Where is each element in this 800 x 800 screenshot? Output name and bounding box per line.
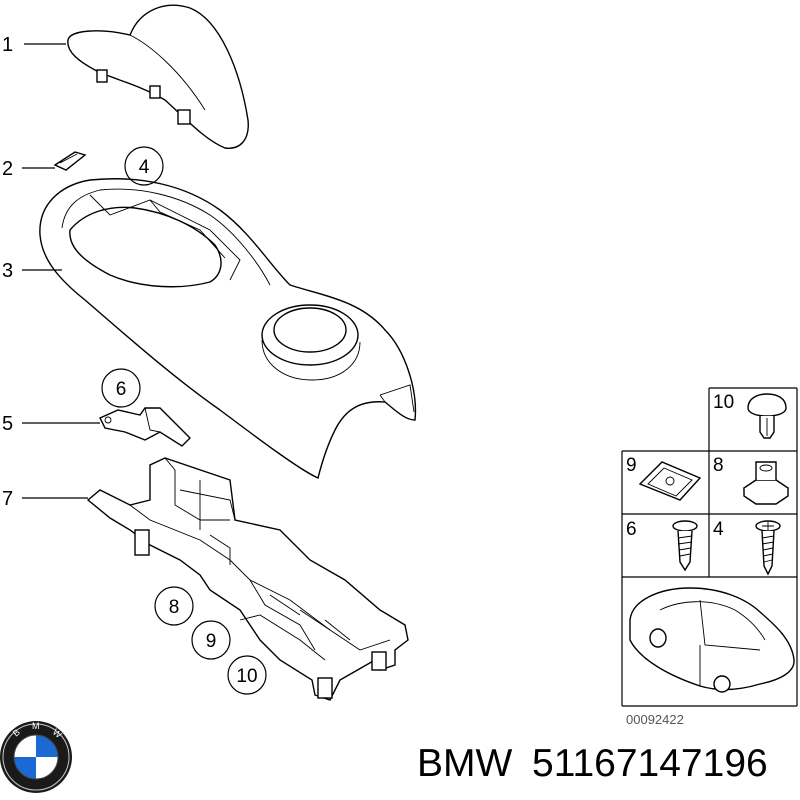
brand-label: BMW [417,742,513,785]
svg-text:4: 4 [139,157,150,178]
circled-callout-4: 4 [124,146,164,186]
car-location-icon [629,587,795,693]
circled-callout-10: 10 [227,655,267,695]
hex-nut-icon [742,461,790,505]
table-cell-4: 4 [713,519,724,540]
fastener-table: 10 9 8 6 4 [621,387,798,707]
svg-text:8: 8 [169,597,180,618]
bracket-part [99,407,191,447]
table-cell-10: 10 [713,392,734,413]
callout-5: 5 [2,413,13,435]
armrest-lid-part [67,4,249,149]
table-cell-6: 6 [626,519,637,540]
svg-text:B: B [11,727,22,739]
svg-text:9: 9 [206,631,217,652]
callout-7: 7 [2,488,13,510]
console-carrier-part [86,457,409,701]
diagram-reference-number: 00092422 [626,712,684,727]
circled-callout-9: 9 [191,620,231,660]
bmw-logo: B M W [0,721,72,793]
center-console-part [39,178,417,479]
svg-text:10: 10 [236,666,257,687]
screw-icon [755,520,781,576]
callout-2: 2 [2,158,13,180]
clip-part [53,151,87,171]
svg-text:6: 6 [116,379,127,400]
screw-icon [672,520,698,572]
spring-nut-icon [638,461,702,501]
table-cell-8: 8 [713,455,724,476]
circled-callout-6: 6 [101,368,141,408]
callout-1: 1 [2,34,13,56]
svg-text:M: M [32,721,40,731]
part-number-label: 51167147196 [532,742,768,785]
table-cell-9: 9 [626,455,637,476]
circled-callout-8: 8 [154,586,194,626]
expanding-rivet-icon [747,393,787,439]
callout-3: 3 [2,260,13,282]
